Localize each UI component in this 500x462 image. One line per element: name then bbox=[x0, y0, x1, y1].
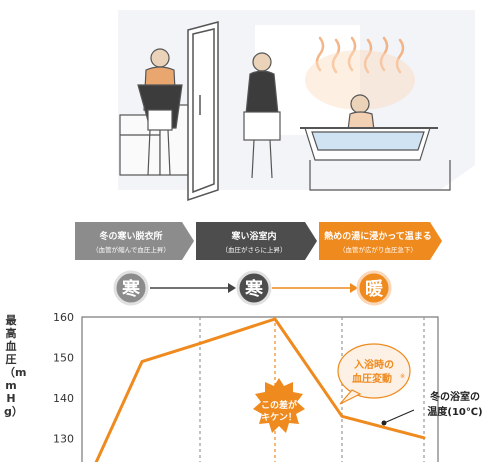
step-1-title: 冬の寒い脱衣所 bbox=[99, 230, 162, 242]
note-leader bbox=[383, 409, 415, 424]
bathroom-door bbox=[187, 21, 219, 202]
plot-frame bbox=[81, 316, 439, 462]
variation-bubble: 入浴時の 血圧変動 ※ bbox=[337, 343, 411, 405]
step-1-sub: （血管が縮んで血圧上昇） bbox=[92, 245, 170, 254]
temperature-note: 冬の浴室の 温度(10℃) bbox=[381, 390, 483, 426]
y-tick-label: 140 bbox=[53, 392, 74, 405]
step-1-marker-circle bbox=[113, 270, 149, 306]
bubble-mark: ※ bbox=[400, 373, 405, 380]
bubble-shape bbox=[337, 343, 411, 399]
series bbox=[94, 317, 426, 462]
step-2-title: 寒い浴室内 bbox=[230, 230, 276, 242]
bubble-line-2: 血圧変動 bbox=[352, 372, 392, 385]
y-ticks: 160 150 140 130 bbox=[53, 311, 74, 446]
step-3-arrow bbox=[319, 222, 442, 260]
step-2-marker-circle bbox=[236, 270, 272, 306]
danger-burst: この差が キケン！ bbox=[253, 378, 305, 433]
burst-shape bbox=[253, 378, 305, 433]
step-1-marker: 寒 bbox=[121, 278, 141, 300]
steps-diagram: 冬の寒い脱衣所 （血管が縮んで血圧上昇） 寒い浴室内 （血圧がさらに上昇） 熱め… bbox=[75, 222, 442, 306]
step-2-sub: （血圧がさらに上昇） bbox=[222, 245, 287, 254]
bubble-line-1: 入浴時の bbox=[354, 358, 394, 371]
note-dot bbox=[381, 420, 387, 426]
step-3-marker-circle bbox=[356, 270, 392, 306]
blood-pressure-chart: 160 150 140 130 この差が キケン！ 入浴時の 血圧変動 ※ 冬の浴室の… bbox=[53, 311, 483, 462]
note-line-1: 冬の浴室の bbox=[430, 390, 480, 403]
person-shivering-icon bbox=[243, 52, 281, 179]
changing-room bbox=[119, 104, 191, 176]
bubble-tail bbox=[339, 389, 362, 405]
y-tick-label: 130 bbox=[53, 433, 74, 446]
burst-line-1: この差が bbox=[261, 399, 298, 411]
step-3-marker: 暖 bbox=[365, 278, 384, 300]
step-3-sub: （血管が広がり血圧急下） bbox=[339, 245, 417, 254]
bathroom-illustration bbox=[118, 10, 475, 202]
bathtub-icon bbox=[300, 94, 451, 191]
step-1-arrow bbox=[75, 222, 194, 260]
step-2-marker: 寒 bbox=[244, 278, 264, 300]
steam-icon bbox=[305, 36, 415, 110]
step-3-title: 熱めの湯に浸かって温まる bbox=[324, 230, 432, 242]
person-undressing-icon bbox=[137, 48, 183, 176]
arrowhead-2-icon bbox=[350, 283, 358, 293]
series-line bbox=[94, 317, 426, 462]
burst-line-2: キケン！ bbox=[261, 412, 297, 423]
y-tick-label: 160 bbox=[53, 311, 74, 324]
step-2-arrow bbox=[196, 222, 317, 260]
y-tick-label: 150 bbox=[53, 352, 74, 365]
arrowhead-1-icon bbox=[228, 283, 236, 293]
note-line-2: 温度(10℃) bbox=[427, 405, 482, 418]
